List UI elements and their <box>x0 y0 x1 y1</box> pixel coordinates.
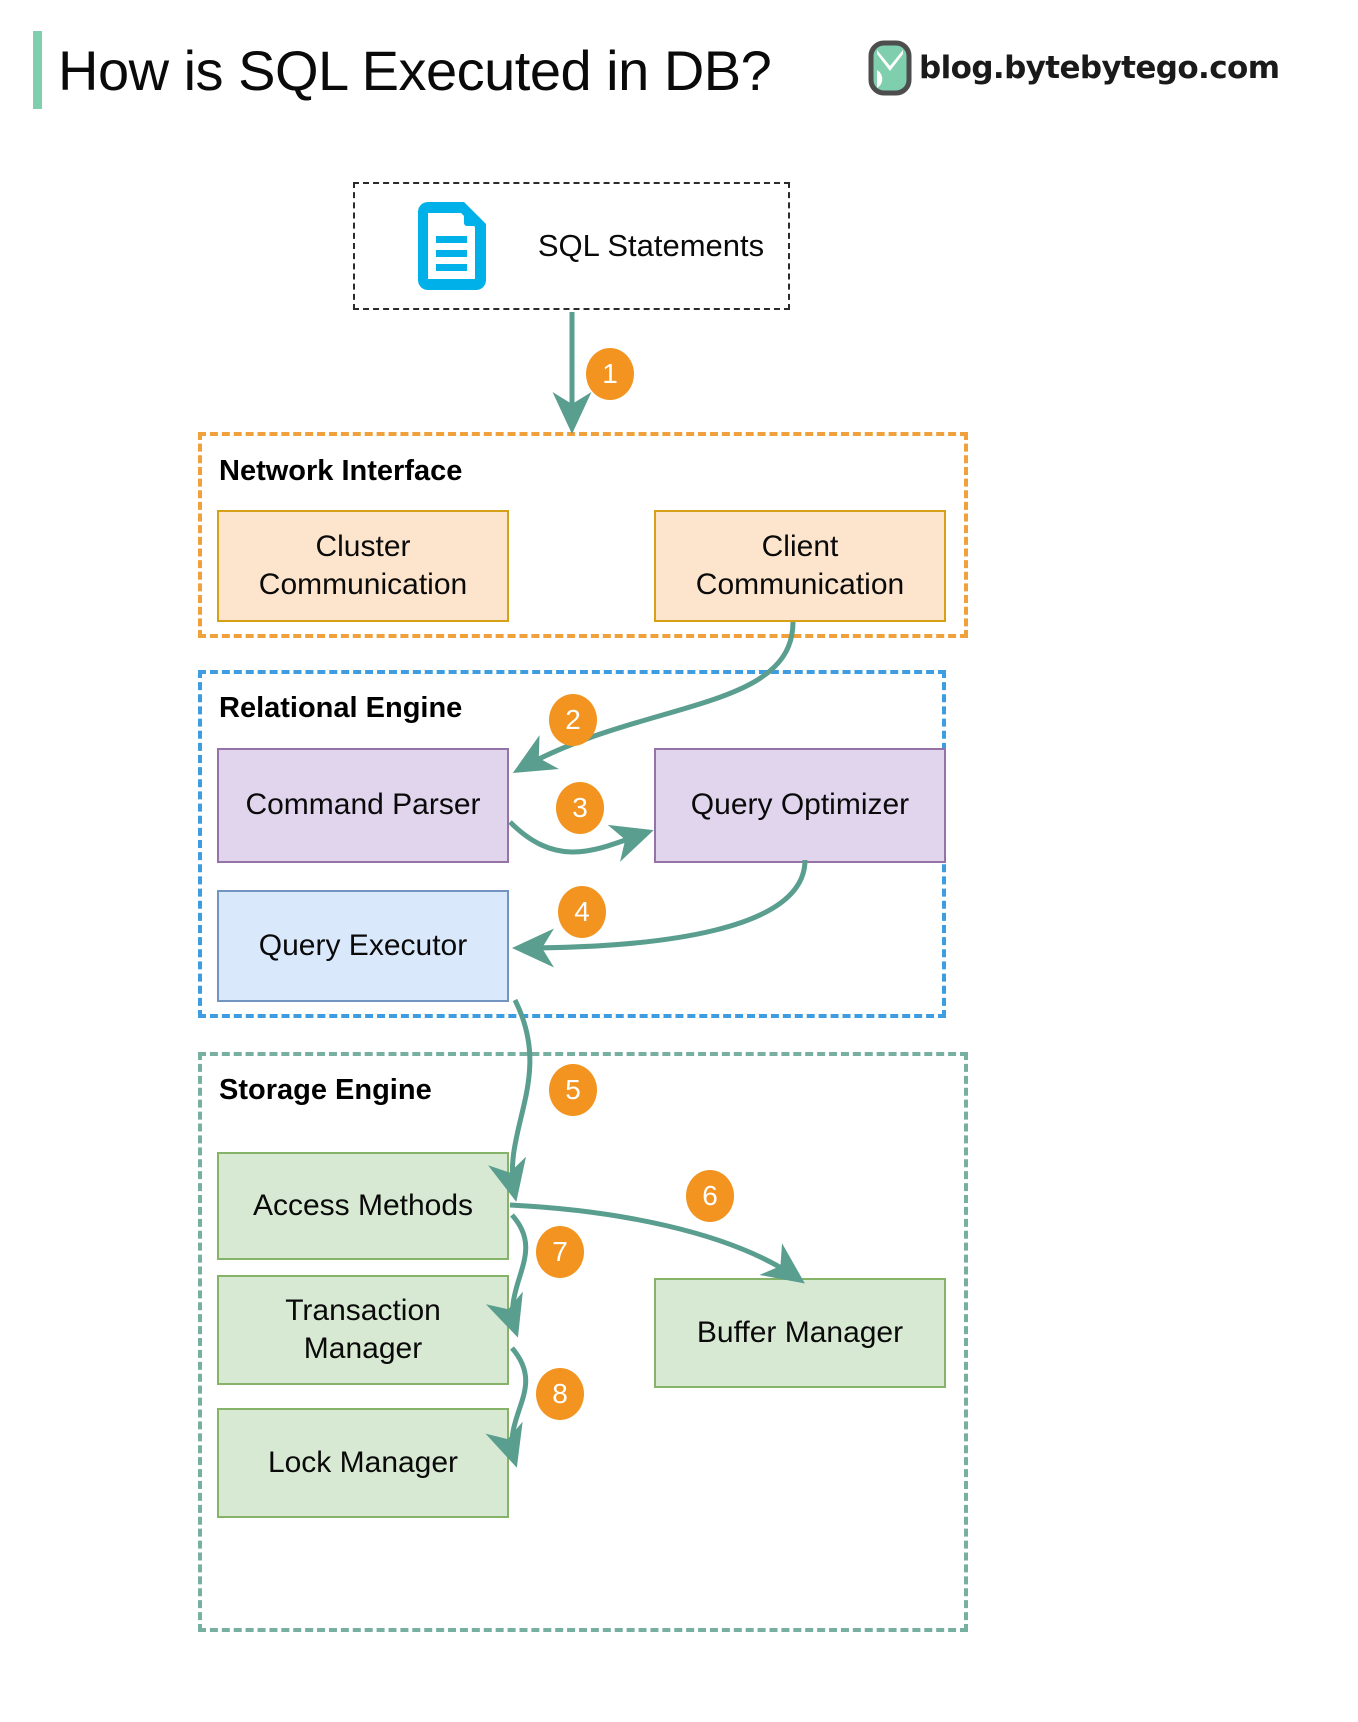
step-badge-8: 8 <box>536 1368 584 1420</box>
group-label-network-interface: Network Interface <box>219 455 463 487</box>
node-cluster-communication-line2: Communication <box>258 568 468 601</box>
page-header: How is SQL Executed in DB? blog.bytebyte… <box>0 0 1358 140</box>
brand: blog.bytebytego.com <box>868 40 1280 96</box>
node-transaction-manager[interactable]: Transaction Manager <box>217 1275 509 1385</box>
node-command-parser[interactable]: Command Parser <box>217 748 509 863</box>
node-transaction-manager-line1: Transaction <box>285 1293 441 1327</box>
node-lock-manager-label: Lock Manager <box>267 1445 459 1479</box>
step-badge-5: 5 <box>549 1064 597 1116</box>
node-buffer-manager[interactable]: Buffer Manager <box>654 1278 946 1388</box>
brand-text: blog.bytebytego.com <box>919 50 1280 86</box>
step-badge-1: 1 <box>586 348 634 400</box>
step-badge-3: 3 <box>556 782 604 834</box>
node-client-communication-line2: Communication <box>695 568 905 601</box>
group-storage-engine <box>198 1052 968 1632</box>
sql-statements-box: SQL Statements <box>353 182 790 310</box>
node-access-methods[interactable]: Access Methods <box>217 1152 509 1260</box>
node-cluster-communication[interactable]: Cluster Communication <box>217 510 509 622</box>
step-badge-6: 6 <box>686 1170 734 1222</box>
group-label-relational-engine: Relational Engine <box>219 692 463 724</box>
bytebytego-logo-icon <box>868 40 912 96</box>
node-query-executor[interactable]: Query Executor <box>217 890 509 1002</box>
document-icon <box>412 200 492 292</box>
node-query-optimizer[interactable]: Query Optimizer <box>654 748 946 863</box>
node-transaction-manager-line2: Manager <box>303 1332 423 1365</box>
node-access-methods-label: Access Methods <box>252 1188 474 1222</box>
node-client-communication[interactable]: Client Communication <box>654 510 946 622</box>
step-badge-7: 7 <box>536 1226 584 1278</box>
node-query-optimizer-label: Query Optimizer <box>690 788 910 822</box>
node-command-parser-label: Command Parser <box>245 788 481 822</box>
node-query-executor-label: Query Executor <box>258 928 468 962</box>
node-client-communication-line1: Client <box>761 529 839 563</box>
node-lock-manager[interactable]: Lock Manager <box>217 1408 509 1518</box>
sql-statements-label: SQL Statements <box>537 228 765 264</box>
page-title: How is SQL Executed in DB? <box>58 39 772 102</box>
node-buffer-manager-label: Buffer Manager <box>696 1315 904 1349</box>
step-badge-2: 2 <box>549 694 597 746</box>
group-label-storage-engine: Storage Engine <box>219 1074 432 1106</box>
node-cluster-communication-line1: Cluster <box>315 529 411 563</box>
title-accent-bar <box>33 31 42 109</box>
step-badge-4: 4 <box>558 886 606 938</box>
